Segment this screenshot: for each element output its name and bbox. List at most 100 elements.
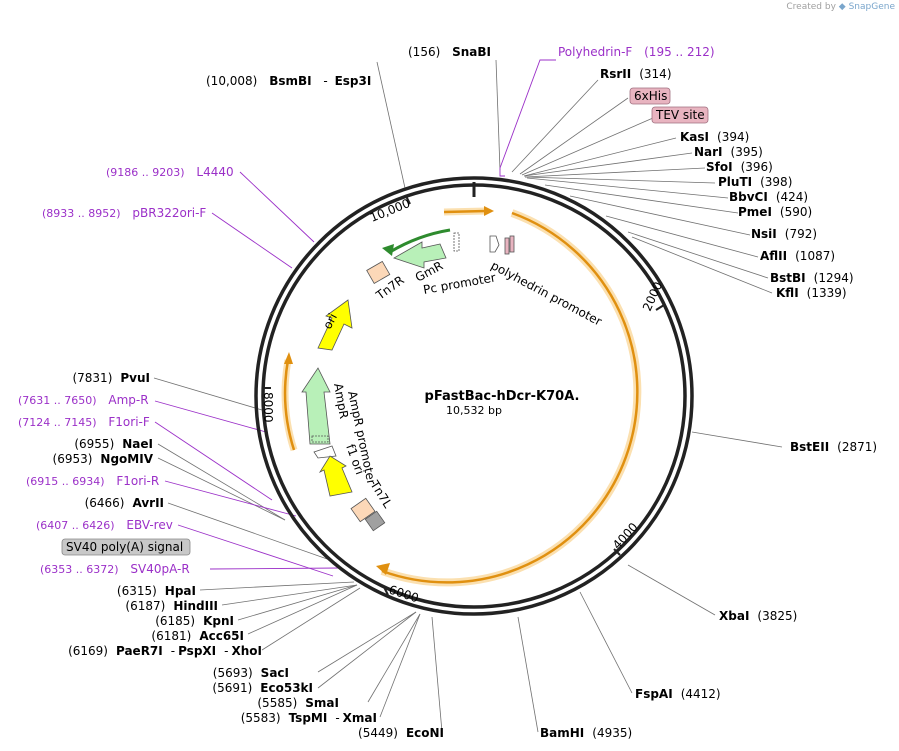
- primer-leader-lines: [154, 59, 556, 577]
- site-num: (4412): [681, 687, 721, 701]
- site-name: SacI: [261, 666, 289, 680]
- site-aflii: AflII (1087): [760, 249, 835, 263]
- site-bstbi: BstBI(1294): [770, 271, 854, 285]
- site-name: BamHI: [540, 726, 584, 740]
- site-num: (6955): [74, 437, 114, 451]
- tev-site-label: TEV site: [655, 108, 705, 122]
- primer-label: SV40pA-R: [130, 562, 189, 576]
- site-name: AflII: [760, 249, 787, 263]
- site-num: (6187): [125, 599, 165, 613]
- plasmid-name: pFastBac-hDcr-K70A.: [425, 389, 580, 404]
- site-name: EcoNI: [406, 726, 444, 740]
- site-smai: (5585) SmaI: [257, 696, 339, 710]
- site-pvui: (7831)PvuI: [72, 371, 150, 385]
- site-name: AvrII: [132, 496, 164, 510]
- site-num: (156): [408, 45, 440, 59]
- site-bsteii: BstEII(2871): [790, 440, 877, 454]
- tn7r-box: [366, 260, 391, 284]
- site-name: BsmBI: [269, 74, 311, 88]
- site-naei: (6955) NaeI: [74, 437, 153, 451]
- site-num: (398): [760, 175, 792, 189]
- site-saci: (5693) SacI: [213, 666, 289, 680]
- site-num: (5693): [213, 666, 253, 680]
- primer-range: (6353 .. 6372): [40, 563, 119, 576]
- site-name: SnaBI: [452, 45, 491, 59]
- site-leader-lines: [153, 59, 783, 733]
- backbone-outer-ring: [254, 176, 694, 616]
- site-name: FspAI: [635, 687, 673, 701]
- site-name: KpnI: [203, 614, 234, 628]
- site-pmei: PmeI(590): [738, 205, 812, 219]
- ring-tick-marks: [262, 195, 665, 596]
- f1-ori-arrow: [318, 455, 353, 497]
- site-num: (394): [717, 130, 749, 144]
- site-num: (6315): [117, 584, 157, 598]
- his-tag-label: 6xHis: [634, 89, 667, 103]
- site-num: (792): [785, 227, 817, 241]
- site-name: BstEII: [790, 440, 829, 454]
- his-tag-box: [629, 87, 671, 105]
- site-name: NaeI: [122, 437, 153, 451]
- primer-range: (7124 .. 7145): [18, 416, 97, 429]
- primer-ebv-rev: (6407 .. 6426) EBV-rev: [36, 518, 173, 532]
- site-xbai: XbaI(3825): [719, 609, 797, 623]
- site-num: (590): [780, 205, 812, 219]
- primer-label: F1ori-F: [108, 415, 149, 429]
- site-num: (6169): [68, 644, 108, 658]
- site-acc65i: (6181)Acc65I: [151, 629, 244, 643]
- site-name: PvuI: [120, 371, 150, 385]
- snapgene-credit: Created by ◆ SnapGene: [786, 2, 895, 12]
- site-num: (1339): [807, 286, 847, 300]
- primer-label: Polyhedrin-F: [558, 45, 632, 59]
- primer-label: F1ori-R: [116, 474, 159, 488]
- site-fspai: FspAI (4412): [635, 687, 721, 701]
- credit-prefix: Created by: [786, 2, 836, 12]
- sv40-polya-label: SV40 poly(A) signal: [66, 540, 183, 554]
- primer-f1ori-r: (6915 .. 6934) F1ori-R: [26, 474, 159, 488]
- site-name: TspMI: [289, 711, 328, 725]
- site-bsmbi-esp3i: (10,008) BsmBI - Esp3I: [206, 74, 371, 88]
- gmr-arc-arrowhead: [382, 244, 394, 256]
- site-ngomiv: (6953)NgoMIV: [53, 452, 154, 466]
- primer-range: (6915 .. 6934): [26, 475, 105, 488]
- primer-range: (7631 .. 7650): [18, 394, 97, 407]
- site-name: BstBI: [770, 271, 806, 285]
- tev-site-marker: [509, 235, 515, 253]
- site-kasi: KasI (394): [680, 130, 749, 144]
- site-num: (3825): [757, 609, 797, 623]
- site-num: (6181): [151, 629, 191, 643]
- site-name2: XmaI: [343, 711, 377, 725]
- f1-ori-marker: [313, 445, 337, 459]
- site-name2: Esp3I: [335, 74, 372, 88]
- site-name: RsrII: [600, 67, 631, 81]
- site-sep: -: [323, 74, 327, 88]
- site-nsii: NsiI(792): [751, 227, 817, 241]
- plasmid-length: 10,532 bp: [446, 404, 502, 417]
- site-sep: -: [171, 644, 175, 658]
- site-num: (1087): [795, 249, 835, 263]
- site-name: KasI: [680, 130, 709, 144]
- site-num: (10,008): [206, 74, 257, 88]
- primer-sv40pa-r: (6353 .. 6372) SV40pA-R: [40, 562, 190, 576]
- site-name: SmaI: [305, 696, 339, 710]
- snapgene-logo: ◆ SnapGene: [839, 2, 895, 12]
- gmr-feature-arrow: [393, 241, 447, 269]
- site-num: (5691): [212, 681, 252, 695]
- primer-label: Amp-R: [108, 393, 148, 407]
- site-avrii: (6466)AvrII: [85, 496, 164, 510]
- his-tag-marker: [504, 237, 510, 255]
- right-site-labels: RsrII(314) KasI(394) NarI(395) SfoI(396)…: [600, 67, 877, 701]
- primer-label: EBV-rev: [126, 518, 172, 532]
- sv40-polya-box: [61, 538, 191, 556]
- site-hpai: (6315)HpaI: [117, 584, 196, 598]
- tn7l-box: [350, 497, 376, 523]
- site-pluti: PluTI(398): [718, 175, 792, 189]
- primer-l4440: (9186 .. 9203) L4440: [106, 165, 234, 179]
- site-sep: -: [335, 711, 339, 725]
- sv40-polya-marker: [364, 510, 386, 532]
- tev-site-box: [651, 106, 709, 124]
- site-num: (314): [639, 67, 671, 81]
- primer-label: pBR322ori-F: [132, 206, 206, 220]
- site-num: (5585): [257, 696, 297, 710]
- credit-brand: SnapGene: [848, 2, 895, 12]
